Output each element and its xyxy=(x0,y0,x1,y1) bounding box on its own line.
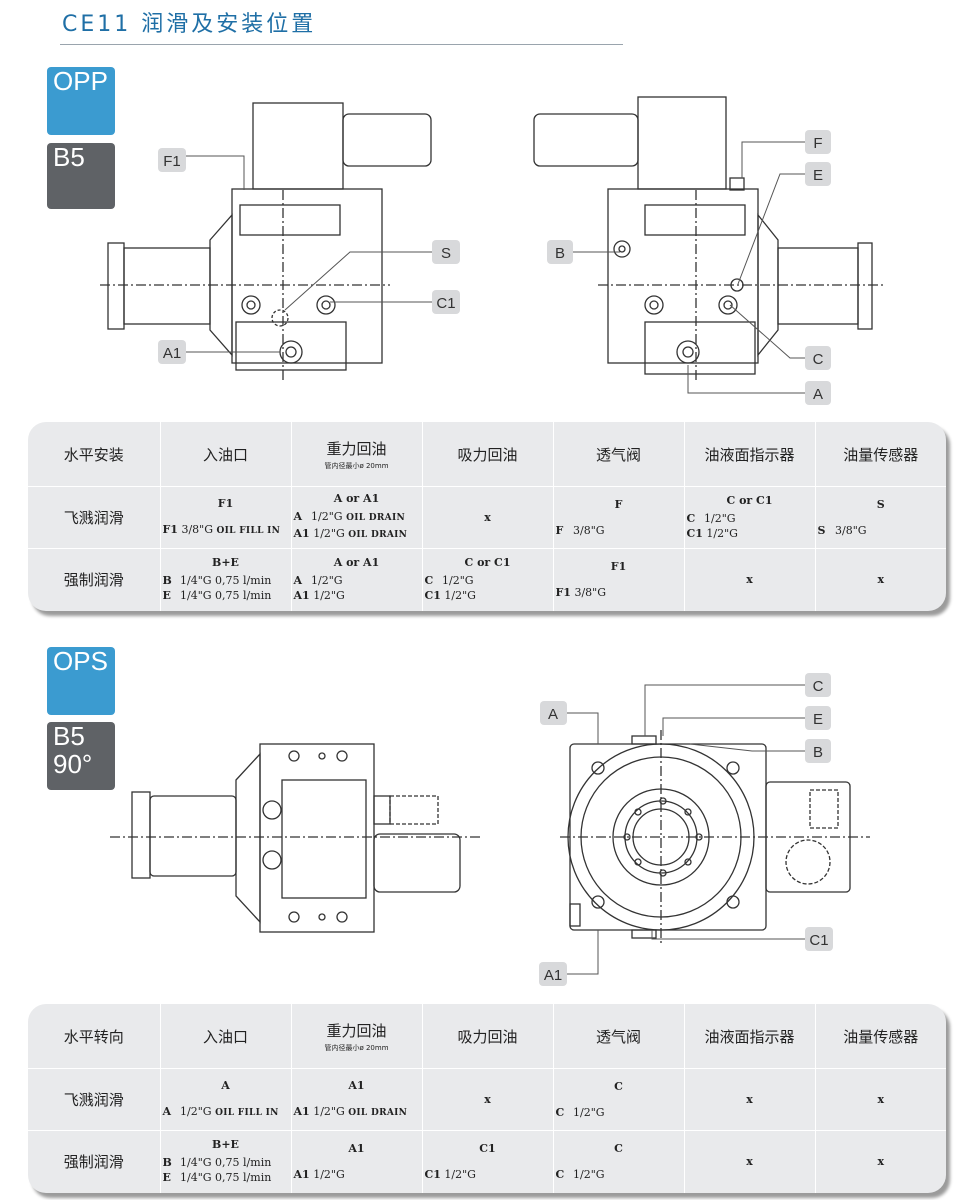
callout-label: A1 xyxy=(163,345,181,362)
table-header-row: 水平安装 入油口 重力回油管内径最小ø 20mm 吸力回油 透气阀 油液面指示器… xyxy=(28,422,946,487)
callout-b xyxy=(547,240,573,264)
callout-label: C xyxy=(813,678,824,695)
callout-b xyxy=(805,739,831,763)
row-label: 飞溅润滑 xyxy=(28,1068,161,1131)
callout-a xyxy=(805,381,831,405)
header-cell: 油液面指示器 xyxy=(684,1004,816,1069)
callout-label: E xyxy=(813,711,823,728)
lubrication-table-rotated: 水平转向 入油口 重力回油管内径最小ø 20mm 吸力回油 透气阀 油液面指示器… xyxy=(28,1004,946,1193)
header-cell: 油量传感器 xyxy=(815,422,946,487)
header-cell: 透气阀 xyxy=(553,1004,685,1069)
callout-a1-left xyxy=(158,340,186,364)
callout-s xyxy=(432,240,460,264)
callout-label: C1 xyxy=(436,295,455,312)
callout-a xyxy=(540,701,567,725)
callout-c1 xyxy=(805,927,833,951)
mounting-tag-b5: B5 xyxy=(47,143,115,209)
callout-f1-left xyxy=(158,148,186,172)
header-cell: 重力回油管内径最小ø 20mm xyxy=(291,422,423,487)
header-cell: 吸力回油 xyxy=(422,422,554,487)
gearbox-left-view xyxy=(100,102,432,380)
page-title: CE11 润滑及安装位置 xyxy=(62,12,317,37)
callout-label: S xyxy=(441,245,451,262)
gearbox-side-view xyxy=(110,743,480,933)
callout-label: A1 xyxy=(544,967,562,984)
lubrication-table-horizontal: 水平安装 入油口 重力回油管内径最小ø 20mm 吸力回油 透气阀 油液面指示器… xyxy=(28,422,946,611)
callout-a1 xyxy=(539,962,567,986)
callout-label: C1 xyxy=(809,932,828,949)
opp-b5-drawings: F1 S C1 A1 F E B C A xyxy=(100,96,885,405)
header-cell: 入油口 xyxy=(160,422,292,487)
callout-label: A xyxy=(548,706,558,723)
row-label: 强制润滑 xyxy=(28,1130,161,1193)
callout-f xyxy=(805,130,831,154)
callout-label: E xyxy=(813,167,823,184)
ops-b5-90-drawings: C E B A C1 A1 xyxy=(110,673,870,986)
callout-label: F1 xyxy=(163,153,181,170)
header-cell: 水平安装 xyxy=(28,422,161,487)
header-cell: 油量传感器 xyxy=(815,1004,946,1069)
row-label: 强制润滑 xyxy=(28,548,161,611)
callout-c1-left xyxy=(432,290,460,314)
row-label: 飞溅润滑 xyxy=(28,486,161,549)
mounting-tag-opp: OPP xyxy=(47,67,115,135)
title-divider xyxy=(60,44,623,45)
mounting-tag-ops: OPS xyxy=(47,647,115,715)
callout-label: C xyxy=(813,351,824,368)
header-cell: 油液面指示器 xyxy=(684,422,816,487)
callout-e xyxy=(805,162,831,186)
table-header-row: 水平转向 入油口 重力回油管内径最小ø 20mm 吸力回油 透气阀 油液面指示器… xyxy=(28,1004,946,1069)
callout-label: A xyxy=(813,386,823,403)
callout-c xyxy=(805,673,831,697)
header-cell: 入油口 xyxy=(160,1004,292,1069)
header-cell: 吸力回油 xyxy=(422,1004,554,1069)
callout-c xyxy=(805,346,831,370)
header-cell: 透气阀 xyxy=(553,422,685,487)
callout-e xyxy=(805,706,831,730)
callout-label: B xyxy=(813,744,823,761)
gearbox-right-view xyxy=(533,96,885,380)
callout-label: B xyxy=(555,245,565,262)
gearbox-front-view xyxy=(560,730,870,945)
callout-label: F xyxy=(813,135,822,152)
header-cell: 重力回油管内径最小ø 20mm xyxy=(291,1004,423,1069)
header-cell: 水平转向 xyxy=(28,1004,161,1069)
